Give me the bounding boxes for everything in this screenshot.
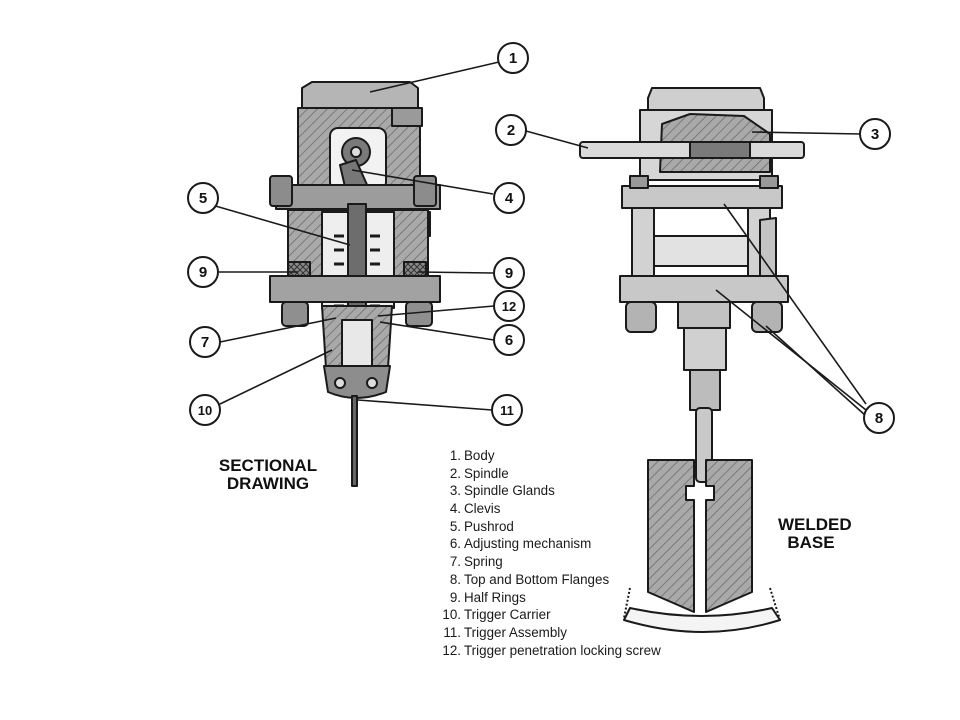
welded-base-caption: WELDED BASE xyxy=(778,515,852,552)
callout-circle xyxy=(189,326,221,358)
sectional-drawing-caption: SECTIONAL DRAWING xyxy=(212,457,324,493)
callout-circle xyxy=(859,118,891,150)
callout-label: 3 xyxy=(871,126,879,143)
callout-label: 5 xyxy=(199,190,207,207)
legend-number: 1. xyxy=(449,448,461,463)
legend-item: 7.Spring xyxy=(443,553,661,571)
callout-label: 6 xyxy=(505,332,513,349)
legend-item: 3.Spindle Glands xyxy=(443,482,661,500)
callout-circle xyxy=(493,182,525,214)
legend-number: 12. xyxy=(442,642,461,658)
welded-collar xyxy=(705,459,753,613)
legend-text: Top and Bottom Flanges xyxy=(464,571,610,587)
callout-circle xyxy=(187,256,219,288)
callout-circle xyxy=(497,42,529,74)
callout-circle xyxy=(493,257,525,289)
leader-lines xyxy=(211,61,867,417)
caption-line: SECTIONAL xyxy=(218,456,318,475)
legend-number: 7. xyxy=(449,554,461,570)
callout-numbers: 1 2 3 4 5 9 9 12 6 7 10 11 8 xyxy=(198,50,883,427)
callout-circles xyxy=(187,42,895,434)
callout-label: 8 xyxy=(875,410,883,427)
legend-number: 4. xyxy=(449,501,461,517)
legend-number: 11. xyxy=(443,624,461,640)
callout-circle xyxy=(189,394,221,426)
callout-label: 7 xyxy=(201,334,209,351)
legend-text: Spindle Glands xyxy=(464,483,555,499)
legend-item: 12.Trigger penetration locking screw xyxy=(433,642,661,660)
legend-text: Adjusting mechanism xyxy=(464,536,592,552)
legend-text: Trigger Carrier xyxy=(464,607,551,623)
legend-number: 8. xyxy=(449,571,461,587)
callout-label: 12 xyxy=(502,299,516,314)
legend-item: 10.Trigger Carrier xyxy=(433,606,661,624)
legend-number: 3. xyxy=(449,483,461,499)
legend-text: Spring xyxy=(464,554,503,570)
welded-collar xyxy=(647,459,695,613)
legend-item: 1.Body xyxy=(443,447,661,465)
legend-number: 9. xyxy=(449,589,461,605)
legend-item: 6.Adjusting mechanism xyxy=(443,535,661,553)
legend-item: 11.Trigger Assembly xyxy=(433,624,661,642)
legend-text: Trigger Assembly xyxy=(464,624,567,640)
welded-body xyxy=(647,87,765,113)
callout-label: 9 xyxy=(505,265,513,282)
legend-number: 5. xyxy=(449,518,461,534)
callout-circle xyxy=(491,394,523,426)
legend-text: Trigger penetration locking screw xyxy=(464,642,661,658)
callout-label: 2 xyxy=(507,122,515,139)
callout-label: 4 xyxy=(505,190,514,207)
legend-item: 4.Clevis xyxy=(443,500,661,518)
callout-label: 1 xyxy=(509,50,517,67)
callout-circle xyxy=(493,290,525,322)
legend-item: 5.Pushrod xyxy=(443,518,661,536)
legend-text: Pushrod xyxy=(464,518,514,534)
body-screw xyxy=(391,107,423,127)
legend-number: 2. xyxy=(449,465,461,481)
caption-line: BASE xyxy=(787,533,835,552)
callout-circle xyxy=(495,114,527,146)
callout-label: 10 xyxy=(198,403,212,418)
callout-circle xyxy=(863,402,895,434)
legend-text: Spindle xyxy=(464,465,509,481)
sectional-drawing xyxy=(269,81,441,487)
bottom-flange-section xyxy=(269,275,441,303)
legend-text: Clevis xyxy=(464,501,501,517)
bottom-flange xyxy=(619,275,789,303)
caption-line: WELDED xyxy=(778,515,852,534)
callout-label: 9 xyxy=(199,264,207,281)
callout-circle xyxy=(187,182,219,214)
top-flange xyxy=(621,185,783,209)
legend-item: 8.Top and Bottom Flanges xyxy=(443,571,661,589)
legend-item: 2.Spindle xyxy=(443,465,661,483)
legend-number: 6. xyxy=(449,536,461,552)
legend-item: 9.Half Rings xyxy=(443,589,661,607)
callout-circle xyxy=(493,324,525,356)
legend-number: 10. xyxy=(442,607,461,623)
legend-text: Half Rings xyxy=(464,589,526,605)
caption-line: DRAWING xyxy=(226,474,310,493)
body-part xyxy=(301,81,419,109)
welded-base-drawing xyxy=(579,87,805,633)
callout-label: 11 xyxy=(500,403,514,418)
parts-legend: 1.Body 2.Spindle 3.Spindle Glands 4.Clev… xyxy=(442,447,661,659)
trigger-rod xyxy=(351,395,358,487)
legend-text: Body xyxy=(464,448,495,463)
trigger-assembly xyxy=(323,365,391,399)
